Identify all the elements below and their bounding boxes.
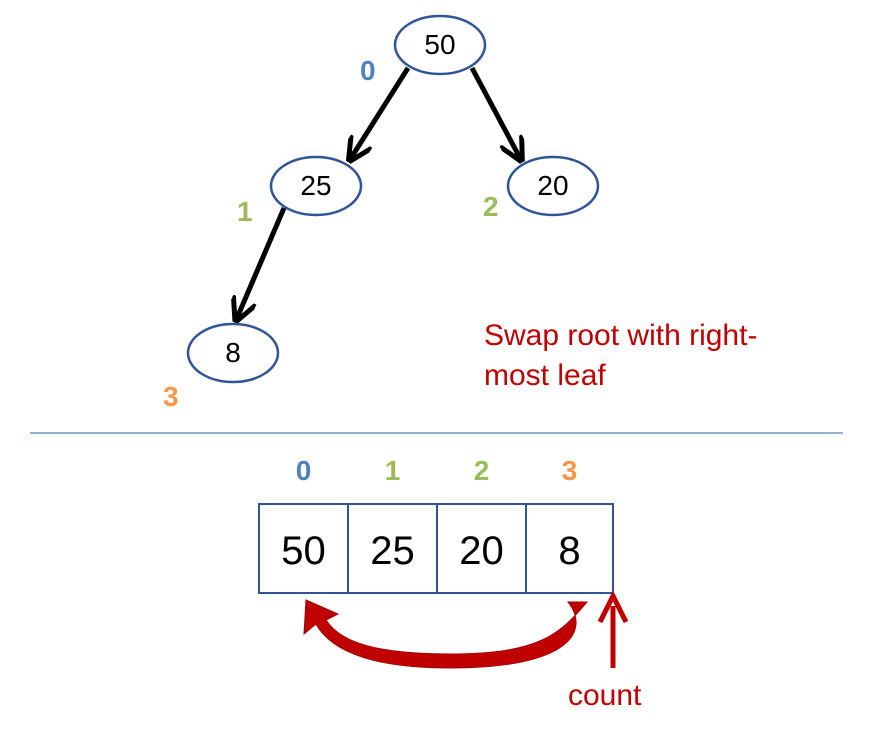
array-index-3: 3 — [561, 455, 578, 486]
array-value-0: 50 — [281, 529, 326, 573]
tree-node-25 — [269, 155, 363, 217]
array-cell-2 — [436, 503, 527, 594]
array-cell-0 — [258, 503, 349, 594]
tree-index-1: 1 — [237, 196, 253, 227]
caption: Swap root with right- most leaf — [484, 316, 844, 396]
tree-node-50-label: 50 — [424, 29, 456, 60]
tree-index-0: 0 — [360, 55, 376, 86]
array-cell-3 — [525, 503, 614, 594]
edge-25-8 — [237, 207, 287, 318]
array-value-3: 8 — [558, 529, 581, 573]
array-value-1: 25 — [370, 529, 415, 573]
caption-line-2: most leaf — [484, 359, 606, 392]
edge-50-20 — [469, 66, 520, 158]
edge-50-25 — [351, 66, 411, 158]
tree-node-20 — [506, 155, 600, 217]
array-index-2: 2 — [473, 455, 490, 486]
array-value-2: 20 — [459, 529, 504, 573]
count-label: count — [568, 679, 642, 712]
count-arrow-head — [597, 590, 629, 624]
tree-node-50 — [393, 14, 487, 76]
tree-node-20-label: 20 — [537, 170, 569, 201]
swap-arrow — [303, 599, 589, 669]
array-index-0: 0 — [295, 455, 312, 486]
tree-index-3: 3 — [163, 381, 179, 412]
tree-node-8-label: 8 — [225, 337, 241, 368]
tree-node-25-label: 25 — [300, 170, 332, 201]
tree-index-2: 2 — [483, 191, 499, 222]
tree-node-8 — [186, 322, 280, 384]
array-index-1: 1 — [384, 455, 401, 486]
array-cell-1 — [347, 503, 438, 594]
caption-line-1: Swap root with right- — [484, 319, 758, 352]
